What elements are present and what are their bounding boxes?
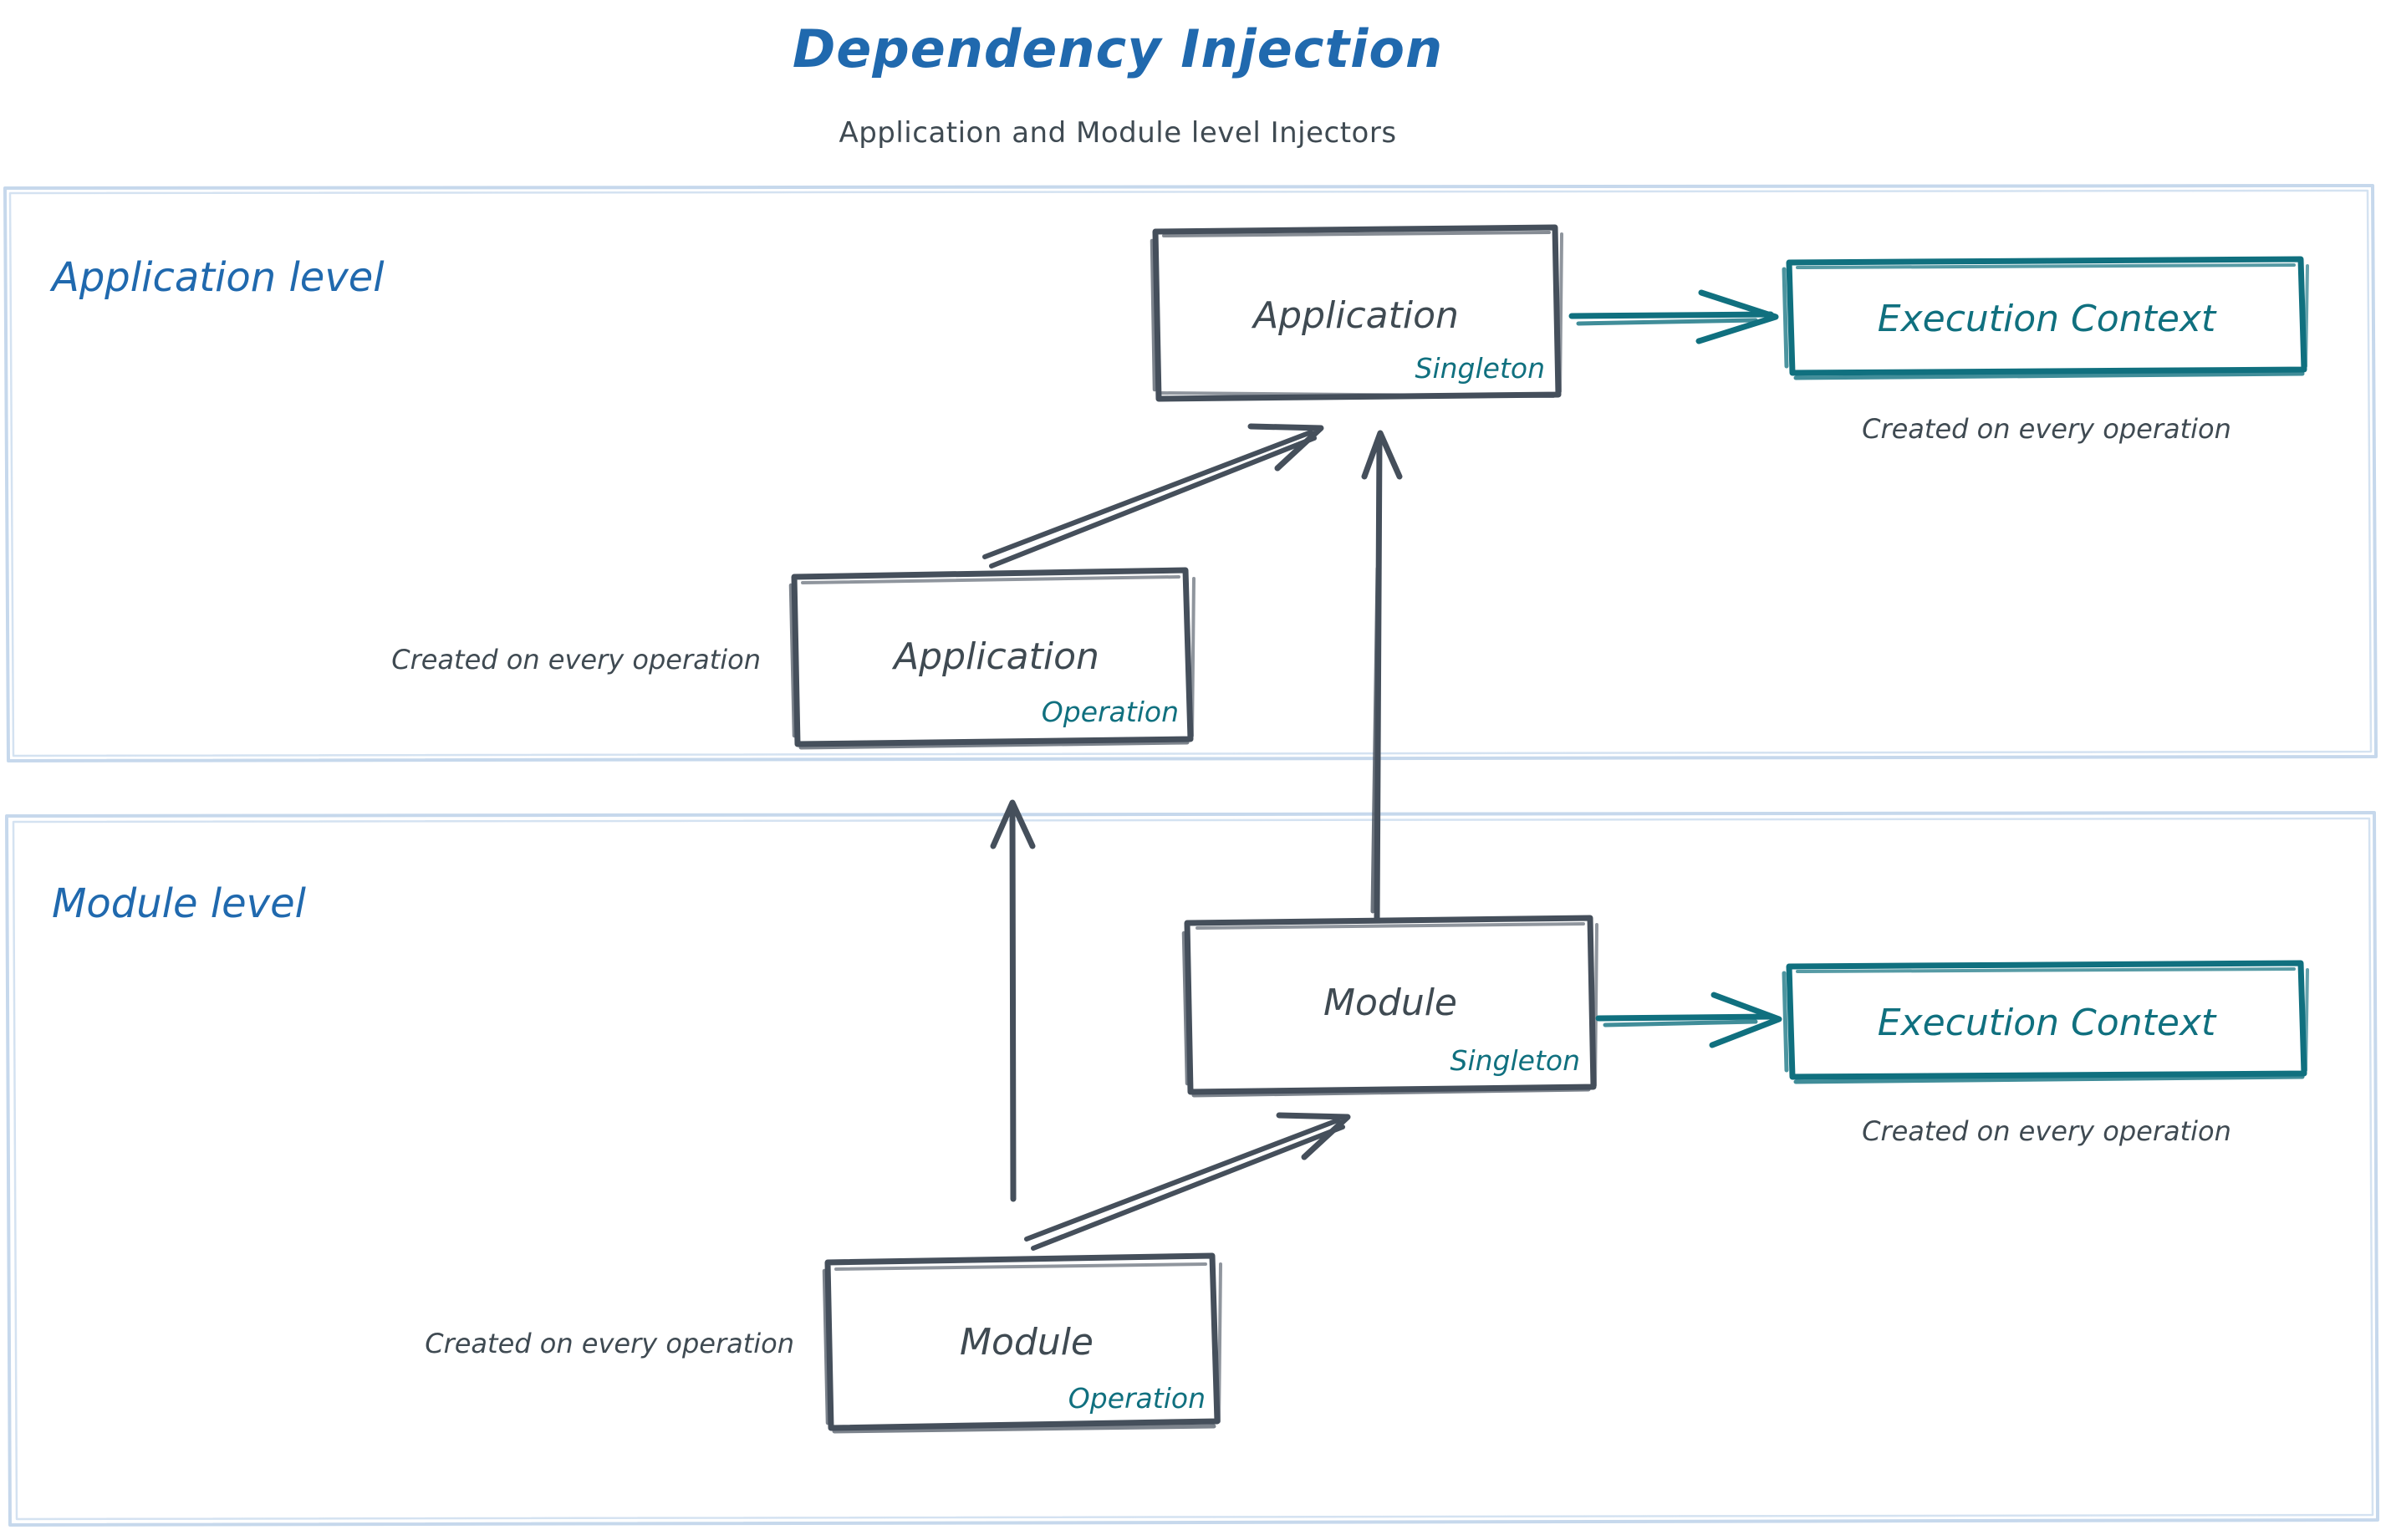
- node-module-singleton[interactable]: Module Singleton: [1181, 915, 1598, 1098]
- application-operation-caption: Created on every operation: [391, 644, 761, 676]
- node-scope-badge: Operation: [1068, 1382, 1206, 1415]
- node-execution-context-module[interactable]: Execution Context: [1782, 960, 2309, 1084]
- module-level-label: Module level: [52, 880, 307, 927]
- arrow-app-singleton-to-exec-ctx: [1568, 289, 1779, 344]
- node-scope-badge: Operation: [1042, 696, 1179, 728]
- arrow-module-operation-to-app-operation: [990, 799, 1036, 1202]
- arrow-app-operation-to-app-singleton: [982, 423, 1324, 569]
- node-title: Execution Context: [1878, 298, 2217, 340]
- node-scope-badge: Singleton: [1450, 1044, 1581, 1077]
- execution-context-application-caption: Created on every operation: [1862, 413, 2231, 445]
- arrow-module-operation-to-module-singleton: [1024, 1112, 1351, 1251]
- execution-context-module-caption: Created on every operation: [1862, 1115, 2231, 1147]
- application-level-label: Application level: [49, 254, 385, 301]
- node-title: Module: [960, 1321, 1094, 1364]
- node-title: Module: [1323, 982, 1457, 1024]
- arrow-module-singleton-to-app-singleton: [1361, 430, 1403, 923]
- node-execution-context-application[interactable]: Execution Context: [1782, 256, 2309, 380]
- page-subtitle: Application and Module level Injectors: [839, 116, 1396, 150]
- module-operation-caption: Created on every operation: [425, 1328, 794, 1359]
- node-application-operation[interactable]: Application Operation: [788, 567, 1196, 750]
- node-application-singleton[interactable]: Application Singleton: [1150, 224, 1563, 402]
- arrow-module-singleton-to-exec-ctx: [1595, 992, 1782, 1048]
- application-level-container: [3, 184, 2378, 762]
- module-level-container: [5, 811, 2379, 1527]
- node-module-operation[interactable]: Module Operation: [822, 1252, 1222, 1434]
- page-title: Dependency Injection: [793, 18, 1443, 79]
- node-title: Application: [891, 635, 1099, 678]
- node-scope-badge: Singleton: [1415, 352, 1546, 385]
- node-title: Application: [1251, 294, 1459, 337]
- node-title: Execution Context: [1878, 1002, 2217, 1044]
